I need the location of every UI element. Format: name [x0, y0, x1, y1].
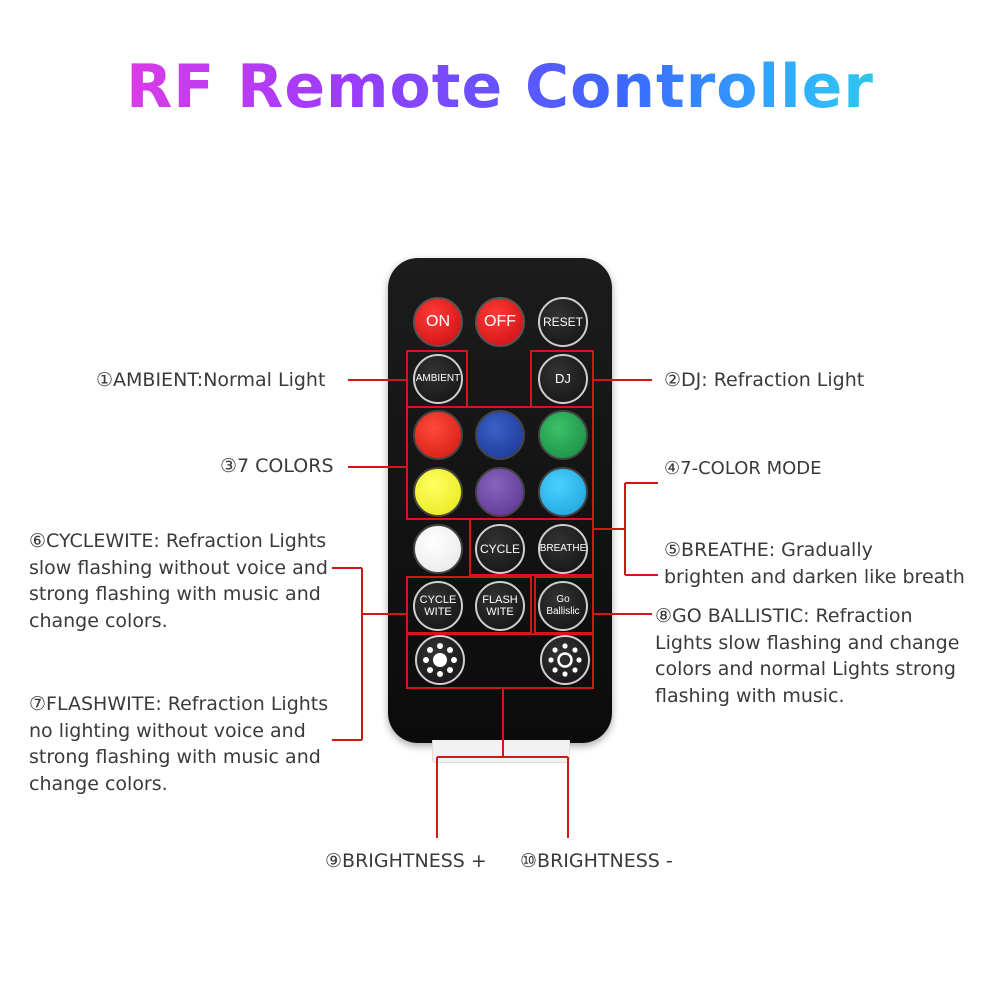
flash-wite-button[interactable]: FLASH WITE — [475, 581, 525, 631]
red-color-button[interactable] — [413, 410, 463, 460]
brightness-minus-label: ⑩BRIGHTNESS - — [520, 850, 673, 872]
cyclewite-label-line-4: change colors. — [29, 609, 168, 632]
reset-button-label: RESET — [542, 315, 583, 329]
color-mode-label: ④7-COLOR MODE — [664, 458, 822, 479]
flashwite-label-line-3: strong flashing with music and — [29, 746, 321, 768]
cyclewite-label: ⑥CYCLEWITE: Refraction Lights slow flash… — [29, 528, 328, 634]
brightness-plus-button[interactable] — [415, 635, 465, 685]
cycle-button-label: CYCLE — [479, 542, 520, 556]
dj-button-label: DJ — [555, 371, 571, 386]
flashwite-label-line-4: change colors. — [29, 772, 168, 795]
dj-box — [530, 350, 594, 408]
brightness-minus-button[interactable] — [540, 635, 590, 685]
go-ballistic-label-line-2: Lights slow flashing and change — [655, 631, 960, 654]
go-ballistic-label-line-3: colors and normal Lights strong — [655, 658, 956, 680]
flash-wite-label-1: FLASH — [482, 594, 518, 606]
breathe-label-line-1: ⑤BREATHE: Gradually — [664, 539, 873, 561]
reset-button[interactable]: RESET — [538, 297, 588, 347]
on-button-label: ON — [426, 313, 450, 330]
flashwite-label: ⑦FLASHWITE: Refraction Lights no lightin… — [29, 691, 328, 797]
go-ballistic-label: ⑧GO BALLISTIC: Refraction Lights slow fl… — [655, 603, 959, 709]
cycle-flash-box — [406, 576, 532, 634]
green-color-button[interactable] — [538, 410, 588, 460]
off-button[interactable]: OFF — [475, 297, 525, 347]
breathe-label: ⑤BREATHE: Gradually brighten and darken … — [664, 537, 965, 590]
white-color-button[interactable] — [413, 524, 463, 574]
go-ballistic-label-line-1: ⑧GO BALLISTIC: Refraction — [655, 605, 913, 627]
cyclewite-label-line-3: strong flashing with music and — [29, 583, 321, 605]
purple-color-button[interactable] — [475, 467, 525, 517]
flashwite-label-line-1: ⑦FLASHWITE: Refraction Lights — [29, 693, 329, 715]
flashwite-label-line-2: no lighting without voice and — [29, 719, 306, 742]
seven-colors-label: ③7 COLORS — [220, 455, 334, 477]
cycle-breathe-box — [469, 518, 594, 576]
cycle-wite-label-1: CYCLE — [419, 594, 457, 606]
ambient-button[interactable]: AMBIENT — [413, 354, 463, 404]
breathe-label-line-2: brighten and darken like breath — [664, 565, 965, 588]
cycle-wite-button[interactable]: CYCLE WITE — [413, 581, 463, 631]
brightness-box — [406, 633, 594, 689]
ambient-button-label: AMBIENT — [415, 373, 461, 384]
page-title: RF Remote Controller — [0, 52, 1000, 122]
off-button-label: OFF — [484, 313, 516, 330]
dj-label: ②DJ: Refraction Light — [664, 369, 865, 391]
cycle-wite-label-2: WITE — [424, 606, 452, 618]
blue-color-button[interactable] — [475, 410, 525, 460]
go-ballistic-label-1: Go — [556, 594, 570, 605]
ambient-label: ①AMBIENT:Normal Light — [96, 369, 326, 391]
dj-button[interactable]: DJ — [538, 354, 588, 404]
go-ballistic-button[interactable]: Go Ballislic — [538, 581, 588, 631]
flash-wite-label-2: WITE — [486, 606, 514, 618]
cyclewite-label-line-2: slow flashing without voice and — [29, 556, 328, 579]
cyclewite-label-line-1: ⑥CYCLEWITE: Refraction Lights — [29, 530, 327, 552]
go-ballistic-label-line-4: flashing with music. — [655, 684, 845, 707]
cyan-color-button[interactable] — [538, 467, 588, 517]
brightness-plus-icon — [423, 643, 457, 677]
seven-colors-box — [406, 406, 594, 520]
breathe-button-label: BREATHE — [539, 543, 587, 554]
go-ballistic-box — [534, 576, 594, 634]
yellow-color-button[interactable] — [413, 467, 463, 517]
ambient-box — [406, 350, 468, 408]
go-ballistic-label-2: Ballislic — [546, 606, 580, 617]
brightness-minus-icon — [548, 643, 582, 677]
on-button[interactable]: ON — [413, 297, 463, 347]
brightness-plus-label: ⑨BRIGHTNESS + — [325, 850, 487, 872]
breathe-button[interactable]: BREATHE — [538, 524, 588, 574]
cycle-button[interactable]: CYCLE — [475, 524, 525, 574]
